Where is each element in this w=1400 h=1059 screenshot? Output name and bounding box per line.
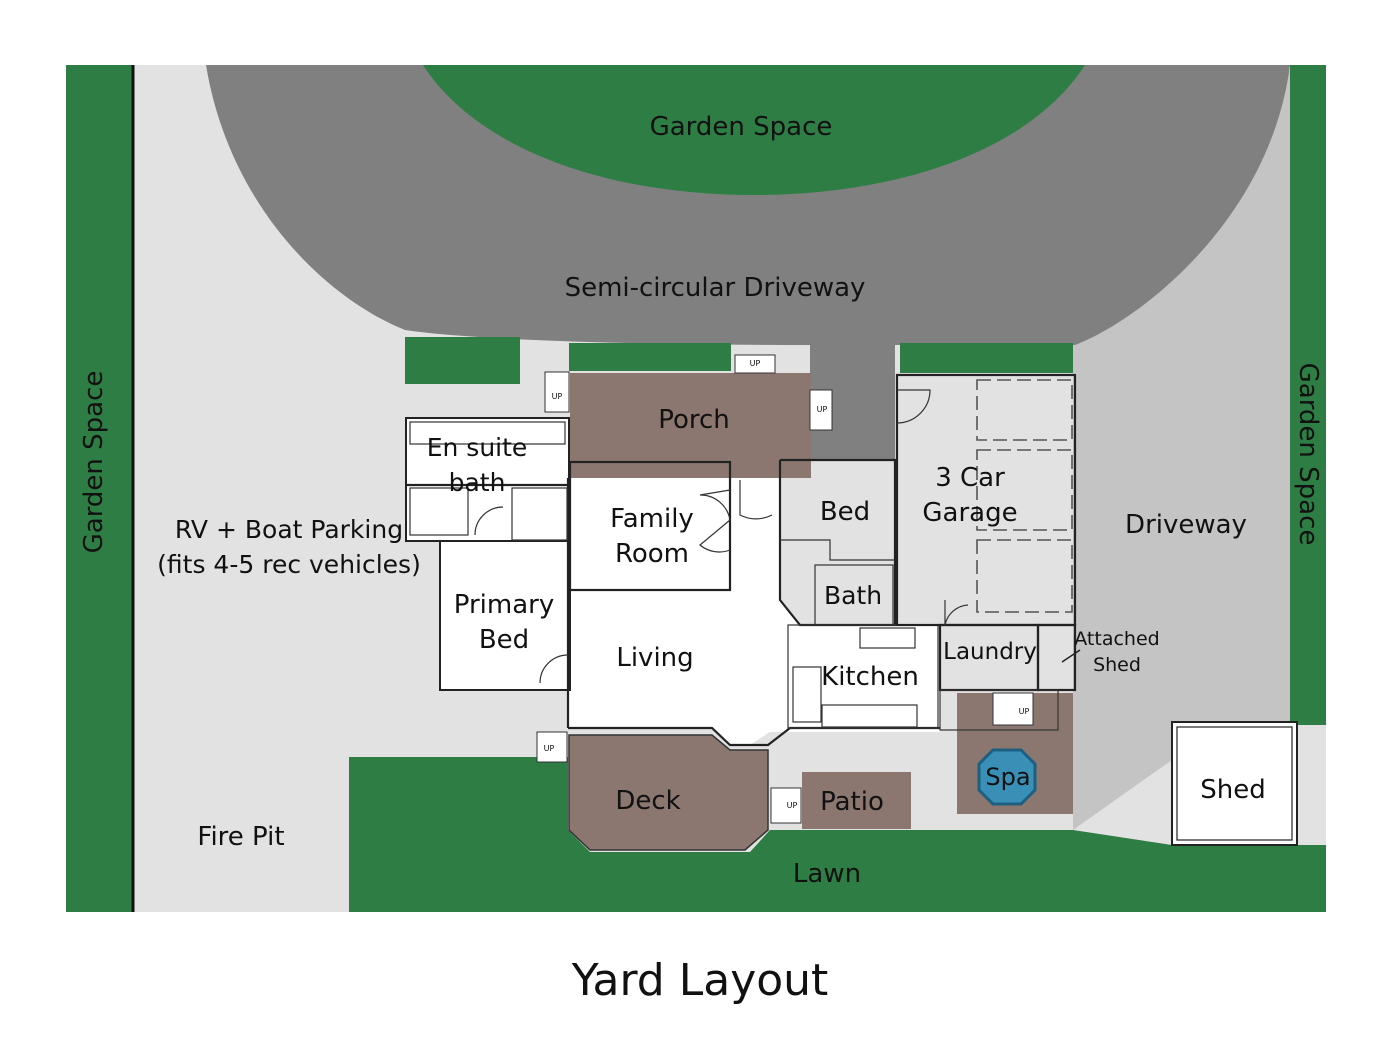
porch bbox=[570, 373, 811, 478]
label-garden-left: Garden Space bbox=[79, 371, 109, 554]
label-ensuite: En suite bbox=[427, 433, 528, 462]
label-attached-shed: Shed bbox=[1093, 654, 1141, 676]
stairs-up-deck: UP bbox=[544, 744, 555, 753]
stairs-up-porch-left: UP bbox=[552, 392, 563, 401]
label-lawn: Lawn bbox=[793, 859, 861, 889]
deck bbox=[568, 734, 769, 851]
label-deck: Deck bbox=[615, 786, 680, 816]
label-rv-capacity: (fits 4-5 rec vehicles) bbox=[157, 550, 421, 579]
label-ensuite-bath: bath bbox=[449, 468, 506, 497]
label-family: Family bbox=[610, 504, 694, 534]
label-driveway: Driveway bbox=[1125, 510, 1247, 540]
stairs-up-porch-top: UP bbox=[750, 359, 761, 368]
front-garden-bed-center bbox=[569, 343, 731, 371]
label-spa: Spa bbox=[985, 763, 1030, 791]
front-garden-bed-right bbox=[900, 343, 1073, 373]
stairs-up-spa: UP bbox=[1019, 707, 1030, 716]
semi-circular-driveway bbox=[206, 65, 1290, 460]
label-living: Living bbox=[616, 643, 693, 673]
label-semi-circular-driveway: Semi-circular Driveway bbox=[565, 273, 866, 303]
left-garden bbox=[66, 65, 133, 912]
label-garage: Garage bbox=[922, 498, 1017, 528]
label-bath: Bath bbox=[824, 581, 882, 610]
label-porch: Porch bbox=[658, 405, 730, 435]
page-title: Yard Layout bbox=[571, 955, 829, 1006]
label-rv-parking: RV + Boat Parking bbox=[175, 515, 403, 544]
label-garage-size: 3 Car bbox=[935, 463, 1005, 493]
label-patio: Patio bbox=[820, 787, 884, 817]
label-primary: Primary bbox=[454, 590, 554, 620]
label-garden-top: Garden Space bbox=[650, 112, 833, 142]
label-fire-pit: Fire Pit bbox=[197, 822, 284, 852]
label-garden-right: Garden Space bbox=[1293, 363, 1323, 546]
label-bed: Bed bbox=[820, 497, 870, 527]
stairs-up-porch-right: UP bbox=[817, 405, 828, 414]
spa bbox=[977, 748, 1037, 806]
right-driveway-area bbox=[1073, 70, 1290, 830]
stairs-up-patio: UP bbox=[787, 801, 798, 810]
label-family-room: Room bbox=[615, 539, 689, 569]
label-primary-bed: Bed bbox=[479, 625, 529, 655]
lawn bbox=[349, 757, 1326, 912]
label-attached: Attached bbox=[1074, 628, 1159, 650]
front-garden-bed-left bbox=[405, 337, 520, 384]
patio bbox=[802, 772, 911, 829]
right-garden bbox=[1290, 65, 1326, 725]
label-shed: Shed bbox=[1200, 775, 1265, 805]
label-kitchen: Kitchen bbox=[821, 662, 919, 692]
label-laundry: Laundry bbox=[943, 639, 1037, 665]
top-garden bbox=[423, 65, 1085, 195]
shed bbox=[1171, 721, 1298, 846]
